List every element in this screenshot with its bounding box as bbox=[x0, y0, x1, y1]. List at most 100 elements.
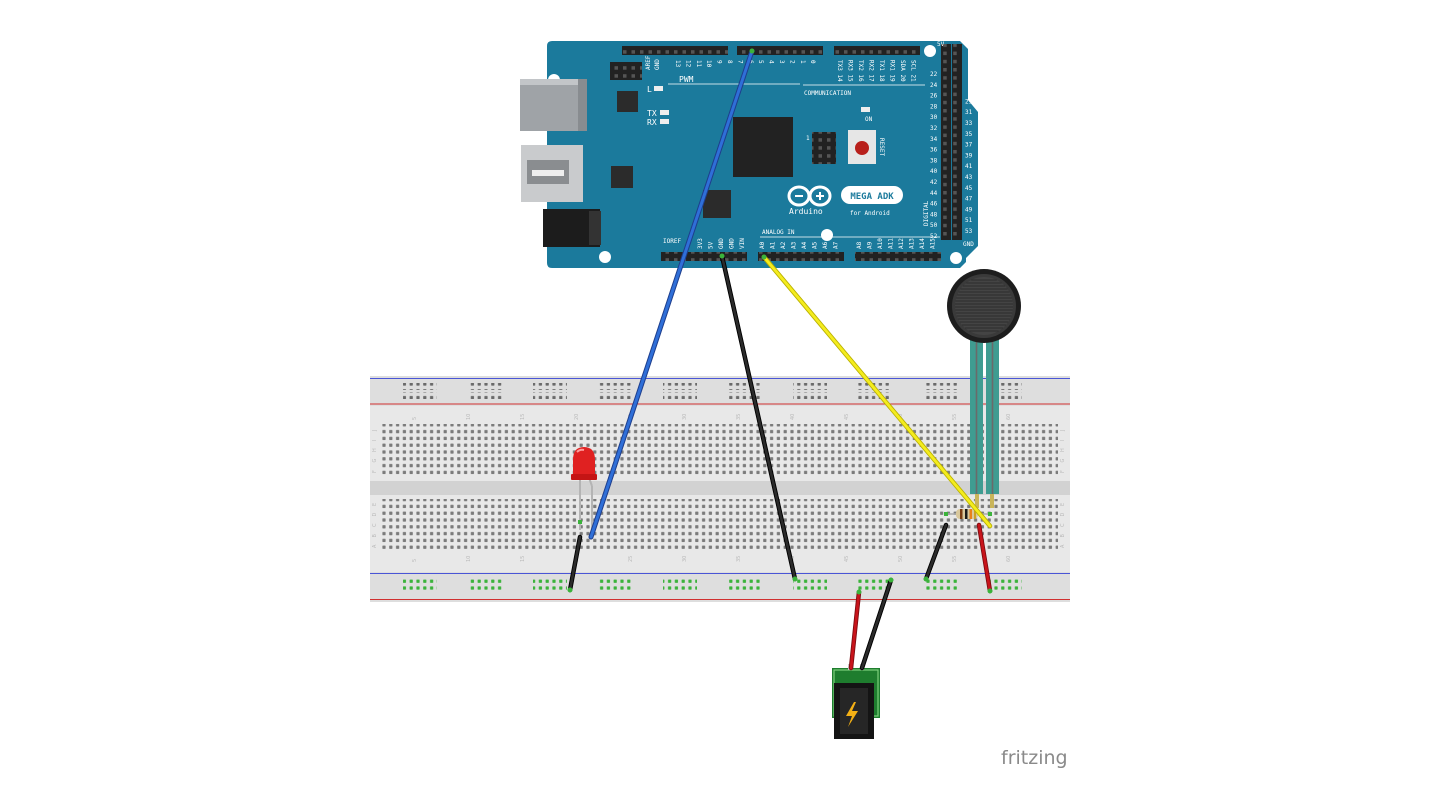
pin-label: RX1 19 bbox=[889, 60, 896, 82]
rail-hole-group-bottom[interactable] bbox=[793, 586, 827, 593]
rail-hole-group-top[interactable] bbox=[403, 383, 437, 390]
header-analog-high[interactable] bbox=[855, 252, 941, 261]
pin-label: SCL 21 bbox=[910, 60, 917, 82]
arduino-mega-adk[interactable]: 1 RESET L TX RX ON 131211109876543210 TX… bbox=[520, 41, 978, 268]
row-letter: G bbox=[1060, 459, 1066, 463]
rail-hole-group-bottom[interactable] bbox=[663, 577, 697, 584]
rail-hole-group-bottom[interactable] bbox=[598, 586, 632, 593]
row-letter: B bbox=[372, 534, 378, 538]
rail-hole-group-bottom[interactable] bbox=[663, 586, 697, 593]
pin-label: A12 bbox=[898, 238, 905, 249]
header-digital-left[interactable] bbox=[941, 44, 951, 240]
rail-hole-group-bottom[interactable] bbox=[923, 586, 957, 593]
header-power[interactable] bbox=[661, 252, 747, 261]
pin-label: 40 bbox=[930, 168, 938, 175]
rail-hole-group-top[interactable] bbox=[923, 392, 957, 399]
arduino-logo bbox=[787, 185, 832, 207]
rail-hole-group-bottom[interactable] bbox=[988, 577, 1022, 584]
arduino-brand-label: Arduino bbox=[789, 207, 823, 216]
digital-label: DIGITAL bbox=[923, 200, 930, 226]
rail-hole-group-bottom[interactable] bbox=[468, 586, 502, 593]
pin-label: 8 bbox=[726, 60, 733, 64]
rail-hole-group-bottom[interactable] bbox=[598, 577, 632, 584]
power-bolt-icon bbox=[846, 702, 858, 727]
rail-hole-group-bottom[interactable] bbox=[988, 586, 1022, 593]
pin-label: 41 bbox=[965, 163, 973, 170]
usb-b-connector[interactable] bbox=[520, 79, 587, 131]
pin-label: 36 bbox=[930, 147, 938, 154]
terminal-strip-top[interactable] bbox=[382, 424, 1058, 477]
row-letter: J bbox=[372, 430, 378, 432]
pin-label: 30 bbox=[930, 114, 938, 121]
pin-label: A13 bbox=[909, 238, 916, 249]
rail-hole-group-bottom[interactable] bbox=[923, 577, 957, 584]
column-number: 40 bbox=[790, 556, 796, 562]
rail-hole-group-top[interactable] bbox=[728, 383, 762, 390]
rail-hole-group-bottom[interactable] bbox=[533, 586, 567, 593]
rail-hole-group-bottom[interactable] bbox=[793, 577, 827, 584]
rail-hole-group-top[interactable] bbox=[468, 392, 502, 399]
pin-label: GND bbox=[718, 238, 725, 249]
header-digital-right[interactable] bbox=[952, 44, 962, 240]
column-number: 15 bbox=[520, 556, 526, 562]
rail-hole-group-bottom[interactable] bbox=[728, 577, 762, 584]
pin-label: 1 bbox=[799, 60, 806, 64]
icsp-header-center[interactable] bbox=[812, 132, 836, 164]
pin-label: 7 bbox=[736, 60, 743, 64]
icsp-header-top[interactable] bbox=[610, 62, 642, 80]
rail-hole-group-bottom[interactable] bbox=[468, 577, 502, 584]
rail-hole-group-top[interactable] bbox=[663, 383, 697, 390]
header-pwm[interactable] bbox=[737, 46, 823, 55]
pin-label: 9 bbox=[716, 60, 723, 64]
resistor[interactable] bbox=[944, 509, 992, 519]
rail-hole-group-top[interactable] bbox=[598, 383, 632, 390]
row-letter: F bbox=[1060, 470, 1066, 473]
pin-label: VIN bbox=[739, 238, 746, 249]
rail-hole-group-top[interactable] bbox=[858, 392, 892, 399]
column-number: 10 bbox=[466, 556, 472, 562]
header-analog-low[interactable] bbox=[758, 252, 844, 261]
rail-hole-group-top[interactable] bbox=[988, 392, 1022, 399]
rail-hole-group-bottom[interactable] bbox=[403, 586, 437, 593]
column-number: 10 bbox=[466, 414, 472, 420]
led-tx-indicator bbox=[660, 110, 669, 115]
pin-label: 32 bbox=[930, 125, 938, 132]
rail-hole-group-top[interactable] bbox=[598, 392, 632, 399]
pin-label: 31 bbox=[965, 109, 973, 116]
rail-hole-group-top[interactable] bbox=[663, 392, 697, 399]
row-letter: F bbox=[372, 470, 378, 473]
breadboard-center-channel bbox=[370, 481, 1070, 495]
rail-hole-group-bottom[interactable] bbox=[403, 577, 437, 584]
terminal-strip-bottom[interactable] bbox=[382, 499, 1058, 552]
rail-hole-group-top[interactable] bbox=[533, 392, 567, 399]
rail-hole-group-top[interactable] bbox=[728, 392, 762, 399]
rail-hole-group-bottom[interactable] bbox=[533, 577, 567, 584]
rail-hole-group-top[interactable] bbox=[533, 383, 567, 390]
rail-hole-group-top[interactable] bbox=[923, 383, 957, 390]
rail-hole-group-top[interactable] bbox=[988, 383, 1022, 390]
pin-label: SDA 20 bbox=[899, 60, 906, 82]
red-led[interactable] bbox=[571, 447, 597, 532]
rail-hole-group-bottom[interactable] bbox=[728, 586, 762, 593]
pin-label: A4 bbox=[801, 241, 808, 249]
rail-hole-group-top[interactable] bbox=[403, 392, 437, 399]
column-number: 35 bbox=[736, 414, 742, 420]
dc-power-jack[interactable] bbox=[832, 664, 880, 739]
pin-label: 10 bbox=[705, 60, 712, 68]
tx-label: TX bbox=[647, 109, 657, 118]
reset-label: RESET bbox=[878, 138, 885, 156]
mounting-hole bbox=[599, 251, 611, 263]
rail-hole-group-top[interactable] bbox=[793, 383, 827, 390]
header-communication[interactable] bbox=[834, 46, 920, 55]
column-number: 15 bbox=[520, 414, 526, 420]
force-sensitive-resistor[interactable] bbox=[947, 269, 1021, 508]
rail-hole-group-top[interactable] bbox=[793, 392, 827, 399]
rail-hole-group-bottom[interactable] bbox=[858, 586, 892, 593]
rail-hole-group-bottom[interactable] bbox=[858, 577, 892, 584]
header-top-left[interactable] bbox=[622, 46, 728, 55]
led-rx-indicator bbox=[660, 119, 669, 124]
rail-hole-group-top[interactable] bbox=[468, 383, 502, 390]
row-letter: G bbox=[372, 459, 378, 463]
